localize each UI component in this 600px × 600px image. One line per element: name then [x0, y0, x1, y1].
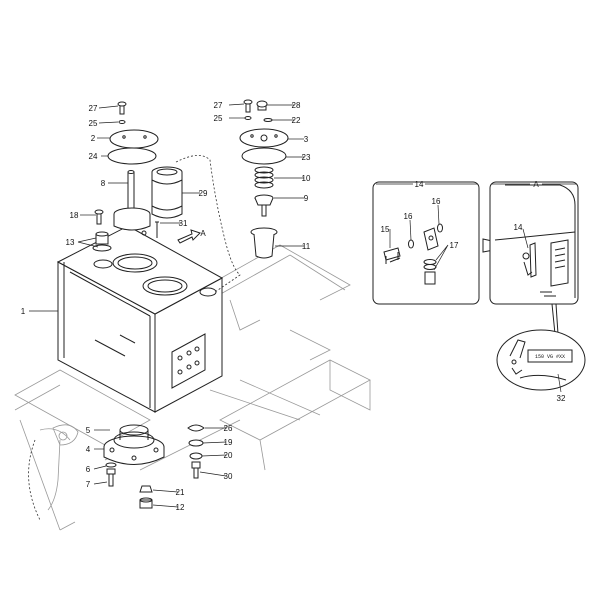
tank-side-detail [94, 334, 136, 357]
callout-label: 29 [199, 189, 208, 198]
callout-label: 16 [404, 212, 413, 221]
callout-label: 14 [415, 180, 424, 189]
callout-label: 27 [89, 104, 98, 113]
callout-label: 6 [86, 465, 91, 474]
callout-label: 12 [176, 503, 185, 512]
callout-label: 10 [302, 174, 311, 183]
strainer-8 [113, 170, 151, 231]
detail-leader-lines [376, 183, 576, 271]
callout-label: 18 [70, 211, 79, 220]
bolt-18 [94, 209, 104, 225]
washer-6 [105, 462, 117, 468]
callout-label: 26 [224, 424, 233, 433]
view-label: A [533, 180, 539, 189]
frame-boss [52, 424, 79, 446]
callout-label: 1 [21, 307, 26, 316]
bottom-flange-assembly [103, 424, 165, 465]
callout-label: 28 [292, 101, 301, 110]
detail-plate-32 [496, 303, 586, 393]
breather-13 [92, 231, 112, 252]
filter-29 [151, 166, 183, 219]
callout-label: 23 [302, 153, 311, 162]
callout-label: 17 [450, 241, 459, 250]
callout-label: 19 [224, 438, 233, 447]
callout-label: 31 [179, 219, 188, 228]
callout-label: 13 [66, 238, 75, 247]
tank-side-flange [171, 333, 206, 389]
callout-label: 30 [224, 472, 233, 481]
bolt-7 [106, 468, 116, 487]
valve-9 [254, 194, 274, 217]
callout-label: 7 [86, 480, 91, 489]
callout-label: 21 [176, 488, 185, 497]
callout-label: 24 [89, 152, 98, 161]
callout-label: 14 [514, 223, 523, 232]
callout-label: 25 [214, 114, 223, 123]
cover-3-group [239, 99, 289, 165]
callout-label: 4 [86, 445, 91, 454]
callout-label: 5 [86, 426, 91, 435]
frame-hole [58, 431, 68, 441]
nut-21-12 [139, 485, 153, 509]
detail-view-a [489, 181, 579, 305]
cover-2-group [107, 101, 159, 165]
spring-10 [254, 166, 274, 189]
view-arrow-a [177, 229, 201, 244]
tank-top-openings [93, 253, 217, 297]
callout-label: 2 [91, 134, 96, 143]
callout-label: 8 [101, 179, 106, 188]
parts-26-19-20-30 [187, 424, 205, 479]
detail-box-14 [372, 181, 480, 305]
hidden-line-connector [175, 155, 241, 293]
callout-label: 27 [214, 101, 223, 110]
callout-label: 3 [304, 135, 309, 144]
strainer-11 [250, 227, 278, 259]
callout-label: 25 [89, 119, 98, 128]
frame-hidden-line [28, 439, 41, 521]
callout-label: 9 [304, 194, 309, 203]
leader-lines [29, 103, 304, 508]
callout-label: 16 [432, 197, 441, 206]
callout-label: 11 [302, 242, 311, 251]
pin-31 [155, 221, 159, 238]
callout-label: 20 [224, 451, 233, 460]
plate-text: 150 VG #XX [535, 354, 565, 360]
callout-label: 22 [292, 116, 301, 125]
callout-label: 32 [557, 394, 566, 403]
callout-label: 15 [381, 225, 390, 234]
pin-31-hole [141, 230, 147, 236]
view-labels: AA [200, 180, 539, 238]
view-label: A [200, 229, 206, 238]
